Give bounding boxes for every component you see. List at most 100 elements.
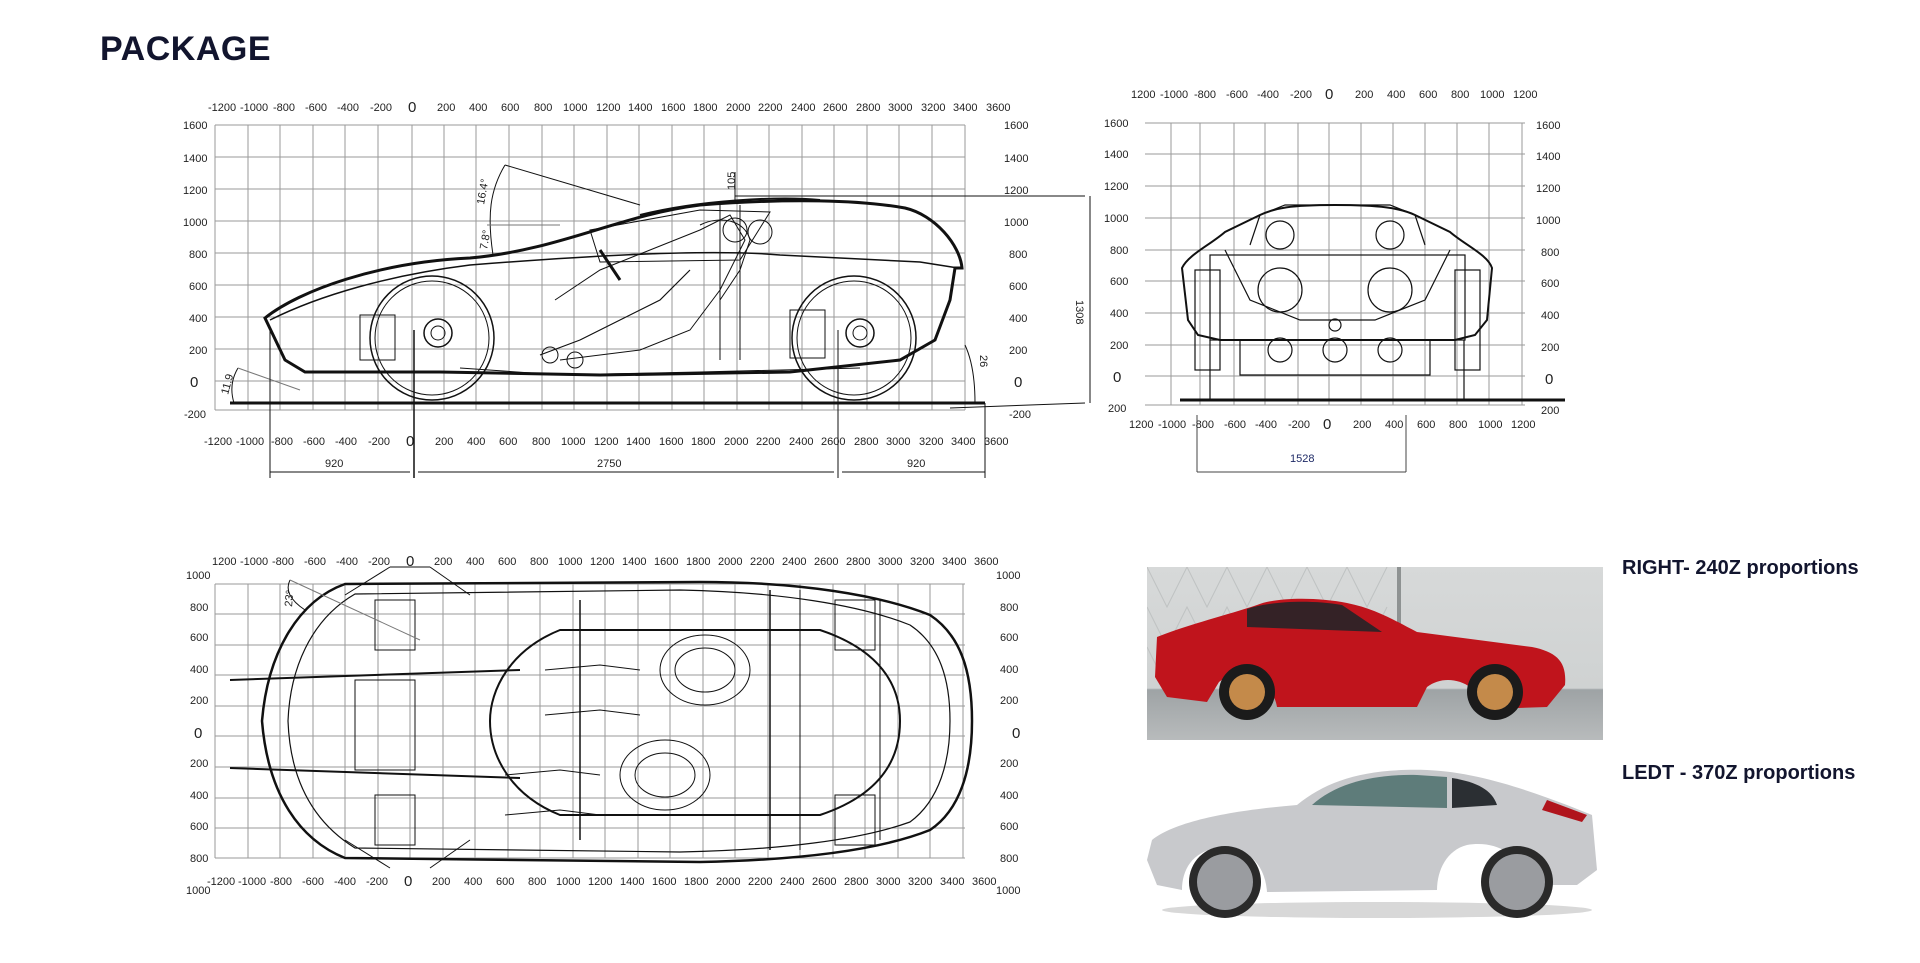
svg-text:1200: 1200 bbox=[596, 102, 620, 114]
svg-text:600: 600 bbox=[1000, 821, 1018, 833]
svg-text:0: 0 bbox=[1545, 371, 1553, 388]
approach-angle-label: 11.9 bbox=[219, 373, 236, 396]
svg-text:200: 200 bbox=[1541, 342, 1559, 354]
svg-text:-1000: -1000 bbox=[1158, 419, 1186, 431]
svg-text:2200: 2200 bbox=[758, 102, 782, 114]
svg-text:0: 0 bbox=[1012, 725, 1020, 742]
svg-text:1200: 1200 bbox=[1004, 185, 1028, 197]
svg-text:2800: 2800 bbox=[844, 876, 868, 888]
svg-text:3200: 3200 bbox=[908, 876, 932, 888]
svg-text:600: 600 bbox=[496, 876, 514, 888]
svg-text:800: 800 bbox=[1541, 247, 1559, 259]
silver-370z-side-photo bbox=[1147, 760, 1607, 925]
overall-height-label: 1308 bbox=[1073, 300, 1085, 324]
svg-text:1000: 1000 bbox=[996, 570, 1020, 582]
svg-text:2000: 2000 bbox=[716, 876, 740, 888]
top-car-outline bbox=[229, 566, 974, 869]
svg-text:200: 200 bbox=[1355, 89, 1373, 101]
svg-text:200: 200 bbox=[1353, 419, 1371, 431]
svg-text:200: 200 bbox=[437, 102, 455, 114]
svg-text:400: 400 bbox=[1000, 790, 1018, 802]
front-view-x-axis-top: 1200 -1000 -800 -600 -400 -200 0 200 400… bbox=[1131, 86, 1537, 103]
rear-overhang-label: 920 bbox=[907, 458, 925, 470]
svg-text:2400: 2400 bbox=[782, 556, 806, 568]
front-view-y-axis-right: 1600 1400 1200 1000 800 600 400 200 0 20… bbox=[1536, 120, 1560, 417]
svg-text:-600: -600 bbox=[302, 876, 324, 888]
side-view-grid bbox=[214, 124, 966, 411]
svg-text:0: 0 bbox=[406, 553, 414, 570]
svg-text:200: 200 bbox=[1108, 403, 1126, 415]
svg-text:1400: 1400 bbox=[622, 556, 646, 568]
svg-text:1400: 1400 bbox=[620, 876, 644, 888]
svg-text:1200: 1200 bbox=[1129, 419, 1153, 431]
svg-text:2800: 2800 bbox=[854, 436, 878, 448]
svg-text:-400: -400 bbox=[335, 436, 357, 448]
svg-text:600: 600 bbox=[189, 281, 207, 293]
svg-text:200: 200 bbox=[1000, 758, 1018, 770]
svg-text:3200: 3200 bbox=[919, 436, 943, 448]
svg-text:3000: 3000 bbox=[886, 436, 910, 448]
windshield-angle-label: 16.4° bbox=[475, 178, 491, 206]
roof-offset-label: 105 bbox=[726, 172, 738, 190]
svg-text:3600: 3600 bbox=[986, 102, 1010, 114]
svg-text:0: 0 bbox=[1113, 369, 1121, 386]
svg-text:400: 400 bbox=[189, 313, 207, 325]
svg-text:-1000: -1000 bbox=[240, 556, 268, 568]
svg-text:0: 0 bbox=[1014, 374, 1022, 391]
track-width-label: 1528 bbox=[1290, 453, 1314, 465]
svg-text:800: 800 bbox=[1000, 602, 1018, 614]
svg-text:1400: 1400 bbox=[183, 153, 207, 165]
wheelbase-label: 2750 bbox=[597, 458, 621, 470]
caption-370z: LEDT - 370Z proportions bbox=[1622, 762, 1856, 784]
svg-text:-200: -200 bbox=[370, 102, 392, 114]
svg-text:2600: 2600 bbox=[812, 876, 836, 888]
svg-text:1000: 1000 bbox=[561, 436, 585, 448]
svg-text:400: 400 bbox=[1541, 310, 1559, 322]
svg-text:2200: 2200 bbox=[748, 876, 772, 888]
svg-text:200: 200 bbox=[435, 436, 453, 448]
top-view-y-axis-right: 1000 800 600 400 200 0 200 400 600 800 1… bbox=[996, 570, 1020, 897]
svg-text:-800: -800 bbox=[1192, 419, 1214, 431]
svg-text:600: 600 bbox=[498, 556, 516, 568]
top-view-grid bbox=[214, 583, 965, 859]
front-view-grid bbox=[1145, 122, 1525, 406]
svg-text:3400: 3400 bbox=[951, 436, 975, 448]
svg-text:600: 600 bbox=[190, 632, 208, 644]
svg-text:-200: -200 bbox=[368, 556, 390, 568]
red-240z-side-photo bbox=[1147, 567, 1603, 740]
svg-text:2400: 2400 bbox=[780, 876, 804, 888]
svg-text:800: 800 bbox=[189, 249, 207, 261]
svg-text:200: 200 bbox=[190, 695, 208, 707]
svg-text:-200: -200 bbox=[1288, 419, 1310, 431]
svg-text:-1000: -1000 bbox=[240, 102, 268, 114]
svg-text:-1000: -1000 bbox=[238, 876, 266, 888]
svg-text:800: 800 bbox=[530, 556, 548, 568]
svg-text:1000: 1000 bbox=[183, 217, 207, 229]
svg-text:1400: 1400 bbox=[628, 102, 652, 114]
svg-text:200: 200 bbox=[432, 876, 450, 888]
svg-text:1600: 1600 bbox=[654, 556, 678, 568]
svg-text:2800: 2800 bbox=[846, 556, 870, 568]
front-overhang-label: 920 bbox=[325, 458, 343, 470]
svg-text:-200: -200 bbox=[184, 409, 206, 421]
svg-text:1200: 1200 bbox=[1104, 181, 1128, 193]
svg-text:-600: -600 bbox=[1226, 89, 1248, 101]
svg-text:1600: 1600 bbox=[1536, 120, 1560, 132]
side-car-outline bbox=[263, 197, 964, 401]
svg-text:800: 800 bbox=[1451, 89, 1469, 101]
svg-text:1800: 1800 bbox=[691, 436, 715, 448]
side-view-annotations bbox=[231, 164, 1091, 478]
svg-text:-400: -400 bbox=[334, 876, 356, 888]
svg-text:3400: 3400 bbox=[940, 876, 964, 888]
svg-text:1600: 1600 bbox=[661, 102, 685, 114]
svg-text:200: 200 bbox=[1110, 340, 1128, 352]
svg-text:600: 600 bbox=[1419, 89, 1437, 101]
page-title: PACKAGE bbox=[100, 30, 271, 68]
svg-text:600: 600 bbox=[1417, 419, 1435, 431]
svg-text:400: 400 bbox=[467, 436, 485, 448]
svg-text:200: 200 bbox=[189, 345, 207, 357]
side-view-drawing: -1200 -1000 -800 -600 -400 -200 0 200 40… bbox=[183, 99, 1091, 478]
svg-text:1200: 1200 bbox=[1536, 183, 1560, 195]
svg-text:800: 800 bbox=[190, 853, 208, 865]
caption-240z: RIGHT- 240Z proportions bbox=[1622, 557, 1859, 579]
